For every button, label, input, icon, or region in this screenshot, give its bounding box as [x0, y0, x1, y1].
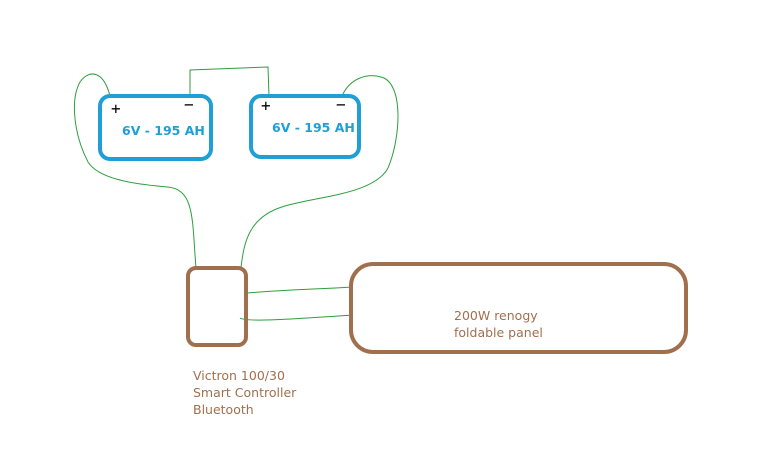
charge-controller-outline	[186, 266, 248, 347]
battery-1-plus-terminal: +	[111, 99, 121, 118]
wires	[73, 66, 399, 321]
battery-2-plus-terminal: +	[261, 96, 271, 115]
battery-1-outline	[98, 94, 213, 161]
battery-2-label: 6V - 195 AH	[272, 120, 355, 135]
solar-panel-outline	[349, 262, 688, 354]
wire-series-link	[189, 66, 270, 97]
panel-label-line2: foldable panel	[454, 325, 543, 340]
wire-negative-to-controller	[240, 75, 399, 269]
controller-label-line3: Bluetooth	[193, 402, 254, 417]
battery-2-minus-terminal: −	[336, 95, 346, 114]
battery-1: + − 6V - 195 AH	[98, 94, 213, 161]
charge-controller-label: Victron 100/30 Smart Controller Bluetoot…	[193, 368, 297, 417]
wire-panel-upper	[247, 286, 354, 294]
panel-label-line1: 200W renogy	[454, 308, 538, 323]
battery-2-outline	[249, 94, 361, 159]
controller-label-line2: Smart Controller	[193, 385, 297, 400]
wire-panel-lower	[239, 314, 354, 321]
solar-panel-label: 200W renogy foldable panel	[454, 308, 543, 340]
wire-positive-to-controller	[73, 73, 197, 269]
controller-label-line1: Victron 100/30	[193, 368, 285, 383]
battery-1-minus-terminal: −	[184, 95, 194, 114]
battery-1-label: 6V - 195 AH	[122, 123, 205, 138]
battery-2: + − 6V - 195 AH	[249, 94, 361, 159]
